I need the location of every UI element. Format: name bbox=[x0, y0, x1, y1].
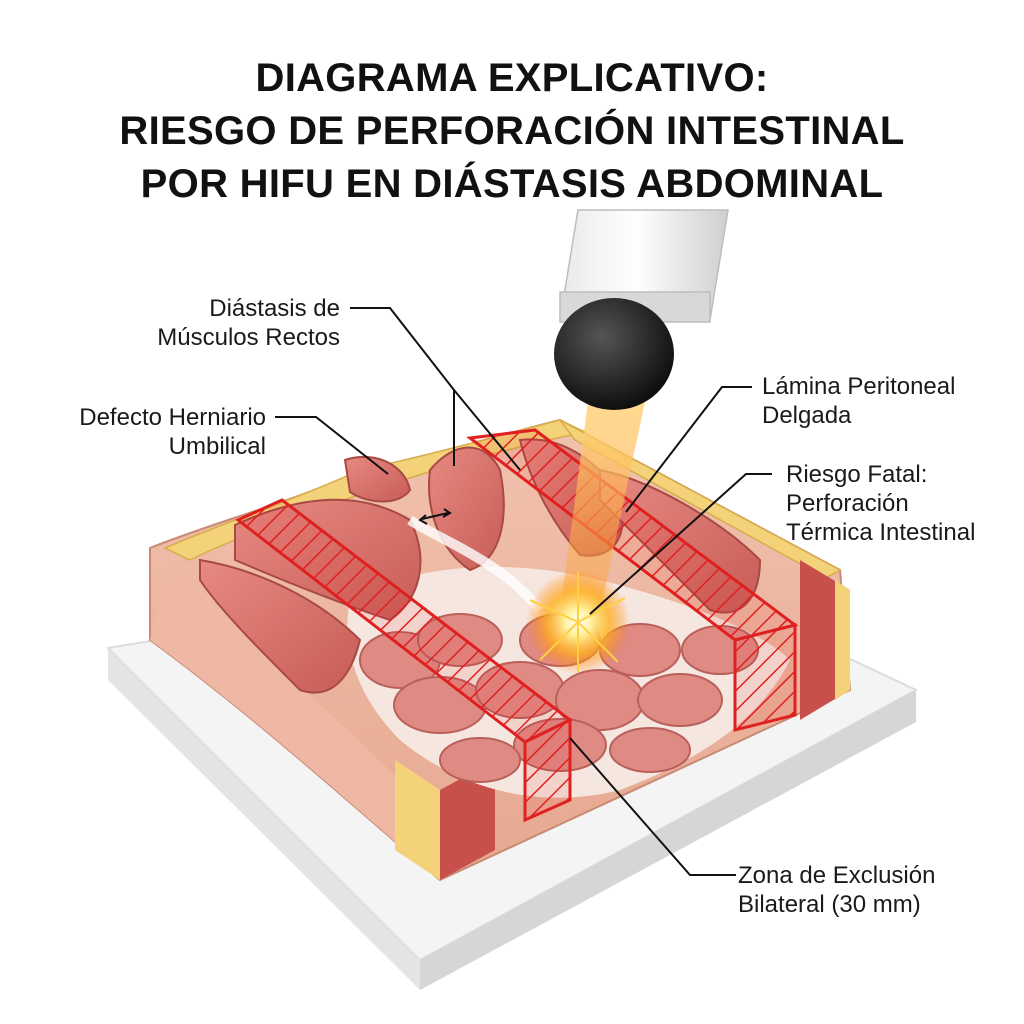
label-exclusion-line-2: Bilateral (30 mm) bbox=[738, 891, 921, 918]
label-diastasis: Diástasis de Músculos Rectos bbox=[100, 294, 340, 352]
label-peritoneal-line-1: Lámina Peritoneal bbox=[762, 373, 956, 400]
label-risk-line-2: Perforación bbox=[786, 490, 909, 517]
hifu-beam bbox=[560, 402, 645, 612]
label-peritoneal-line-2: Delgada bbox=[762, 402, 852, 429]
linea-alba bbox=[407, 515, 544, 614]
label-exclusion: Zona de Exclusión Bilateral (30 mm) bbox=[738, 861, 998, 919]
label-hernia: Defecto Herniario Umbilical bbox=[20, 403, 266, 461]
label-hernia-line-2: Umbilical bbox=[168, 433, 266, 460]
label-diastasis-line-1: Diástasis de bbox=[209, 295, 340, 322]
label-risk-line-1: Riesgo Fatal: bbox=[786, 461, 928, 488]
label-hernia-line-1: Defecto Herniario bbox=[79, 404, 266, 431]
label-risk-line-3: Térmica Intestinal bbox=[786, 519, 976, 546]
label-diastasis-line-2: Músculos Rectos bbox=[157, 324, 340, 351]
label-risk: Riesgo Fatal: Perforación Térmica Intest… bbox=[786, 460, 1016, 547]
diastasis-arrow bbox=[418, 508, 452, 525]
title-line-1: DIAGRAMA EXPLICATIVO: bbox=[255, 56, 769, 100]
exclusion-zone-left bbox=[235, 498, 573, 823]
leader-lines bbox=[275, 307, 772, 876]
spark-rays bbox=[529, 572, 626, 672]
title-line-3: POR HIFU EN DIÁSTASIS ABDOMINAL bbox=[140, 162, 884, 206]
label-peritoneal: Lámina Peritoneal Delgada bbox=[762, 372, 1012, 430]
exclusion-zone-right bbox=[466, 428, 799, 732]
diagram-title: DIAGRAMA EXPLICATIVO: RIESGO DE PERFORAC… bbox=[0, 52, 1024, 211]
label-exclusion-line-1: Zona de Exclusión bbox=[738, 862, 936, 889]
hifu-probe bbox=[554, 209, 729, 410]
title-line-2: RIESGO DE PERFORACIÓN INTESTINAL bbox=[119, 109, 905, 153]
